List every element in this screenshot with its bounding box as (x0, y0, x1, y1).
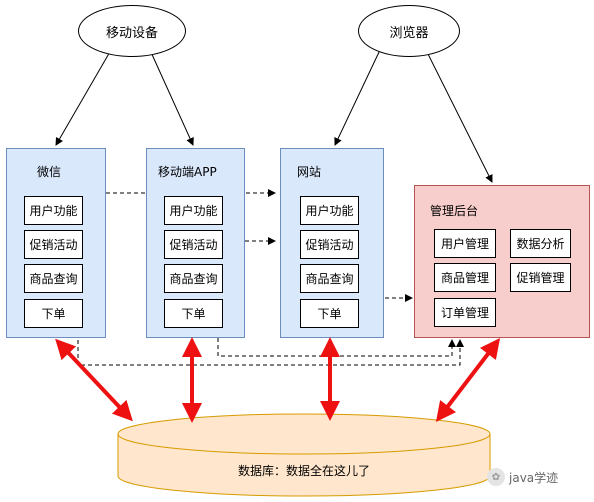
website-panel: 网站 用户功能 促销活动 商品查询 下单 (280, 148, 384, 338)
watermark: ✿ java学迹 (487, 468, 558, 486)
wechat-title: 微信 (37, 165, 62, 179)
admin-title: 管理后台 (430, 204, 479, 218)
mobile-device-node: 移动设备 (78, 5, 186, 57)
wechat-icon: ✿ (487, 468, 505, 486)
app-order: 下单 (164, 299, 223, 328)
arrow-browser-to-admin (424, 47, 493, 183)
app-promotion: 促销活动 (164, 230, 223, 259)
website-order: 下单 (300, 299, 359, 328)
browser-node: 浏览器 (358, 5, 460, 57)
arrow-mobile-to-app (149, 49, 194, 146)
mobile-app-title: 移动端APP (158, 165, 217, 179)
mobile-app-panel: 移动端APP 用户功能 促销活动 商品查询 下单 (146, 148, 245, 338)
sync-arrow-wechat-db (55, 338, 133, 422)
website-user-function: 用户功能 (300, 196, 359, 225)
database-top (117, 413, 491, 455)
admin-data-analysis: 数据分析 (510, 229, 571, 258)
database-cylinder (117, 413, 491, 497)
arrow-mobile-to-wechat (55, 49, 112, 146)
wechat-panel: 微信 用户功能 促销活动 商品查询 下单 (6, 148, 106, 338)
admin-user-management: 用户管理 (434, 229, 496, 258)
sync-arrow-admin-db (435, 338, 501, 422)
wechat-order: 下单 (24, 299, 83, 328)
admin-promotion-management: 促销管理 (510, 263, 571, 292)
wechat-user-function: 用户功能 (24, 196, 83, 225)
browser-label: 浏览器 (389, 25, 429, 41)
wechat-product-search: 商品查询 (24, 264, 83, 293)
wechat-promotion: 促销活动 (24, 230, 83, 259)
app-user-function: 用户功能 (164, 196, 223, 225)
mobile-device-label: 移动设备 (105, 25, 158, 41)
website-title: 网站 (297, 165, 322, 179)
database-label: 数据库：数据全在这儿了 (238, 464, 371, 478)
admin-product-management: 商品管理 (434, 263, 496, 292)
admin-order-management: 订单管理 (434, 298, 496, 327)
app-product-search: 商品查询 (164, 264, 223, 293)
admin-panel: 管理后台 用户管理 数据分析 商品管理 促销管理 订单管理 (414, 185, 590, 338)
watermark-text: java学迹 (509, 470, 559, 485)
website-product-search: 商品查询 (300, 264, 359, 293)
arrow-browser-to-website (334, 49, 381, 146)
website-promotion: 促销活动 (300, 230, 359, 259)
